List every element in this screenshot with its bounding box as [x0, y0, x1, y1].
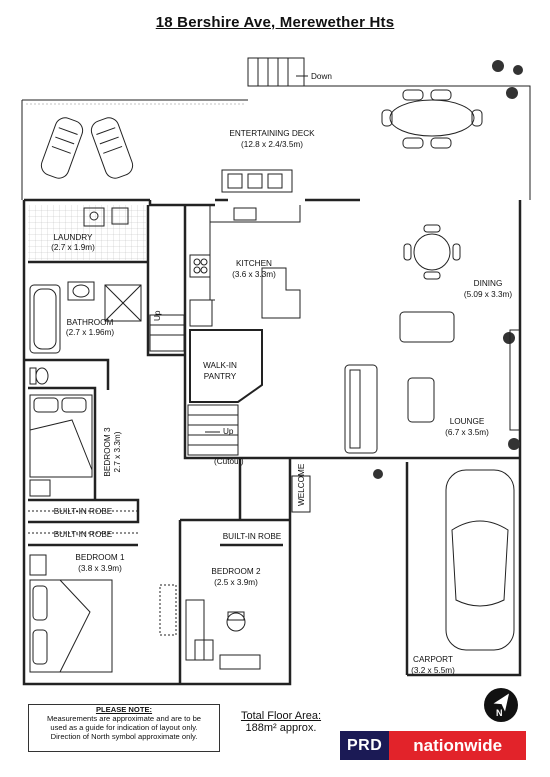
prd-nationwide-logo: PRD nationwide	[340, 731, 526, 760]
dims-kitchen: (3.6 x 3.3m)	[232, 270, 276, 279]
deck-stairs	[247, 57, 308, 87]
disclaimer-note: PLEASE NOTE: Measurements are approximat…	[28, 704, 220, 752]
floor-area-label: Total Floor Area:	[240, 710, 322, 722]
dims-entertaining-deck: (12.8 x 2.4/3.5m)	[241, 140, 303, 149]
walk-in-pantry	[189, 329, 263, 403]
note-line-2: used as a guide for indication of layout…	[50, 723, 198, 732]
stairs-up-label: Up	[223, 427, 234, 436]
label-laundry: LAUNDRY	[54, 233, 94, 242]
bedroom3-bed	[29, 394, 93, 497]
floor-plan: Down	[21, 57, 531, 686]
label-bedroom3: BEDROOM 3	[103, 427, 112, 477]
note-line-1: Measurements are approximate and are to …	[46, 714, 202, 723]
kitchen-benches	[189, 205, 301, 327]
cutout-label: (Cutout)	[214, 457, 244, 466]
car-icon	[445, 469, 515, 651]
dims-laundry: (2.7 x 1.9m)	[51, 243, 95, 252]
dims-lounge: (6.7 x 3.5m)	[445, 428, 489, 437]
dims-bedroom3: 2.7 x 3.3m)	[113, 431, 122, 472]
bedroom2-furniture	[185, 599, 261, 670]
label-robe-bedroom1: BUILT-IN ROBE	[54, 530, 113, 539]
label-bedroom2: BEDROOM 2	[211, 567, 261, 576]
welcome-mat-label: WELCOME	[297, 463, 306, 506]
bedroom1-bed	[29, 554, 177, 673]
floor-area-value: 188m² approx.	[245, 722, 317, 734]
label-dining: DINING	[474, 279, 503, 288]
dims-bedroom1: (3.8 x 3.9m)	[78, 564, 122, 573]
floor-area: Total Floor Area: 188m² approx.	[226, 710, 336, 734]
dims-carport: (3.2 x 5.5m)	[411, 666, 455, 675]
laundry-floor	[28, 205, 146, 260]
logo-part-1: PRD	[340, 731, 390, 760]
label-carport: CARPORT	[413, 655, 453, 664]
label-lounge: LOUNGE	[450, 417, 485, 426]
bathroom-fixtures	[29, 207, 142, 385]
exterior-walls	[22, 198, 522, 686]
stairs-up-label-2: Up	[153, 310, 162, 321]
north-letter: N	[496, 708, 503, 718]
plan-title: 18 Bershire Ave, Merewether Hts	[155, 14, 395, 31]
north-arrow-icon: N	[484, 688, 518, 722]
label-entertaining-deck: ENTERTAINING DECK	[229, 129, 315, 138]
note-heading: PLEASE NOTE:	[95, 705, 153, 714]
label-pantry-line1: WALK-IN	[203, 361, 237, 370]
internal-stairs	[149, 314, 239, 456]
label-robe-bedroom2: BUILT-IN ROBE	[223, 532, 282, 541]
label-kitchen: KITCHEN	[236, 259, 272, 268]
deck-furniture	[40, 89, 483, 193]
plant-icons	[373, 60, 523, 479]
dims-bathroom: (2.7 x 1.96m)	[66, 328, 115, 337]
note-line-3: Direction of North symbol approximate on…	[50, 732, 198, 741]
logo-part-2: nationwide	[389, 731, 526, 760]
label-robe-bedroom3: BUILT-IN ROBE	[54, 507, 113, 516]
dining-table	[403, 224, 461, 280]
deck-outline	[21, 85, 531, 200]
label-bedroom1: BEDROOM 1	[75, 553, 125, 562]
label-bathroom: BATHROOM	[67, 318, 114, 327]
lounge-furniture	[344, 311, 521, 454]
label-pantry-line2: PANTRY	[204, 372, 237, 381]
welcome-mat	[291, 475, 311, 513]
dims-bedroom2: (2.5 x 3.9m)	[214, 578, 258, 587]
bathroom-floor	[28, 266, 146, 358]
stairs-down-label: Down	[311, 72, 332, 81]
dims-dining: (5.09 x 3.3m)	[464, 290, 513, 299]
